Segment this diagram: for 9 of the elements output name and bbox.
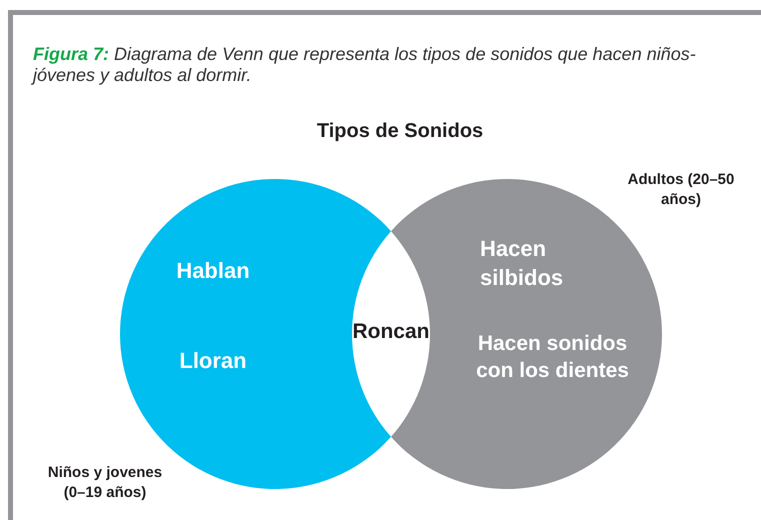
region-label: Lloran xyxy=(178,347,248,375)
region-label: Hacen silbidos xyxy=(480,235,564,292)
region-label: Hacen sonidos con los dientes xyxy=(475,331,630,384)
region-label: Hablan xyxy=(175,257,251,285)
intersection-label: Roncan xyxy=(351,319,430,345)
diagram-title: Tipos de Sonidos xyxy=(316,120,484,143)
figure-caption: Figura 7: Diagrama de Venn que representa los tipos de sonidos que hacen niños-jóvenes y adultos al dormir. xyxy=(33,44,697,86)
set-label: Adultos (20–50 años) xyxy=(627,170,735,209)
set-label: Niños y jovenes (0–19 años) xyxy=(46,463,164,502)
